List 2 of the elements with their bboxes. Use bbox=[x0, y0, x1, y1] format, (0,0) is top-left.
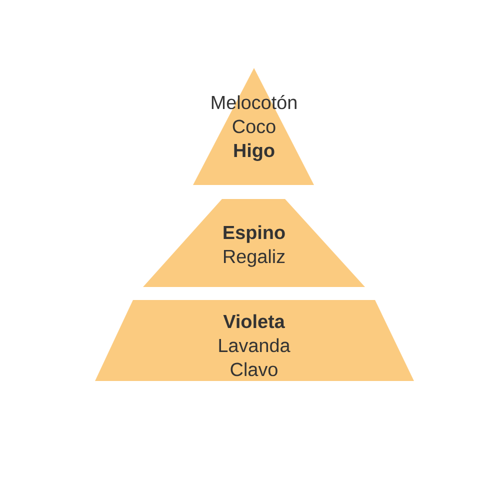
pyramid-middle-band: Espino Regaliz bbox=[143, 199, 365, 287]
pyramid-bottom-band: Violeta Lavanda Clavo bbox=[95, 300, 414, 381]
